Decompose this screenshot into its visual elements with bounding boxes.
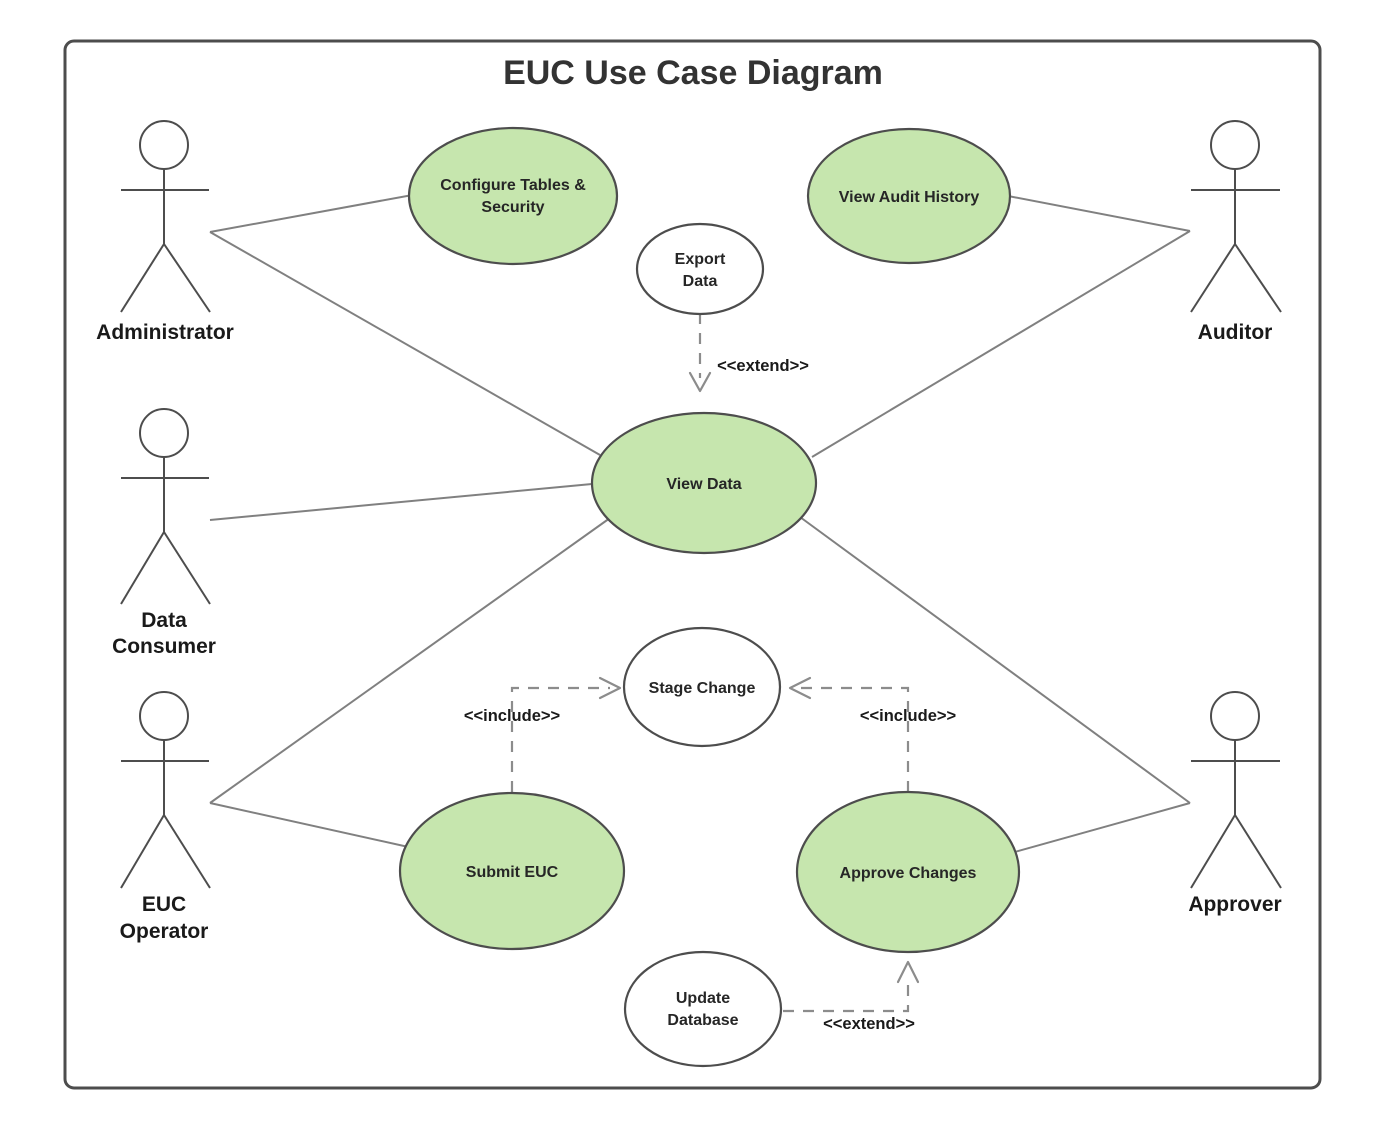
usecase-approve-changes-shape[interactable] xyxy=(795,790,1021,954)
assoc-administrator-configure-tables-security xyxy=(209,193,419,233)
actor-euc-operator-head-icon xyxy=(139,691,189,741)
usecase-configure-tables-security-label-line2: Security xyxy=(481,199,544,216)
dependency-update-db-extends-approve: <<extend>> xyxy=(783,960,920,1033)
actor-euc-operator-label-line1: EUC xyxy=(142,893,186,916)
actor-administrator-leg-right xyxy=(163,243,211,313)
system-boundary-frame xyxy=(63,39,1322,1090)
actor-auditor-leg-left xyxy=(1190,243,1236,313)
usecase-stage-change[interactable]: Stage Change xyxy=(622,626,782,748)
usecase-configure-tables-security-label-line1: Configure Tables & xyxy=(440,177,586,194)
usecase-update-database-label-line2: Database xyxy=(667,1012,738,1029)
actor-data-consumer[interactable]: Data Consumer xyxy=(112,408,216,658)
usecase-configure-tables-security[interactable]: Configure Tables & Security xyxy=(407,126,619,266)
actors-layer: Administrator Data Consumer EUC Op xyxy=(96,120,1282,943)
export-extend-arrowhead xyxy=(688,371,712,393)
dependency-export-extends-view-data: <<extend>> xyxy=(688,313,809,393)
usecase-approve-changes[interactable]: Approve Changes xyxy=(795,790,1021,954)
actor-euc-operator-leg-right xyxy=(163,814,211,889)
actor-data-consumer-leg-left xyxy=(120,531,165,605)
usecase-update-database[interactable]: Update Database xyxy=(623,950,783,1068)
submit-include-arrowhead xyxy=(598,676,622,700)
assoc-euc-operator-submit-euc xyxy=(209,802,414,849)
assoc-euc-operator-view-data xyxy=(209,517,611,804)
usecase-update-database-label-line1: Update xyxy=(676,990,730,1007)
dependency-submit-includes-stage-change: <<include>> xyxy=(464,676,622,812)
stereotype-include-submit: <<include>> xyxy=(464,707,560,725)
page-title: EUC Use Case Diagram xyxy=(503,54,883,92)
actor-administrator-leg-left xyxy=(120,243,165,313)
actor-euc-operator[interactable]: EUC Operator xyxy=(120,691,211,943)
actor-approver-head-icon xyxy=(1210,691,1260,741)
usecase-view-data[interactable]: View Data xyxy=(590,411,818,555)
use-cases-layer: Configure Tables & Security View Audit H… xyxy=(398,126,1021,1068)
usecase-submit-euc[interactable]: Submit EUC xyxy=(398,791,626,951)
usecase-stage-change-shape[interactable] xyxy=(622,626,782,748)
stereotype-extend-update-db: <<extend>> xyxy=(823,1015,915,1033)
usecase-view-data-shape[interactable] xyxy=(590,411,818,555)
actor-data-consumer-label-line1: Data xyxy=(141,609,187,632)
actor-approver-label: Approver xyxy=(1188,893,1281,916)
usecase-view-audit-history[interactable]: View Audit History xyxy=(806,127,1012,265)
usecase-view-audit-history-shape[interactable] xyxy=(806,127,1012,265)
actor-auditor[interactable]: Auditor xyxy=(1190,120,1282,344)
actor-auditor-head-icon xyxy=(1210,120,1260,170)
stereotype-extend-export: <<extend>> xyxy=(717,357,809,375)
usecase-submit-euc-shape[interactable] xyxy=(398,791,626,951)
update-db-extend-arrowhead xyxy=(896,960,920,984)
actor-administrator[interactable]: Administrator xyxy=(96,120,234,344)
usecase-view-audit-history-label: View Audit History xyxy=(839,189,980,206)
usecase-update-database-shape[interactable] xyxy=(623,950,783,1068)
dependency-approve-includes-stage-change: <<include>> xyxy=(788,676,956,812)
submit-include-dashed-line xyxy=(510,686,610,812)
associations-layer xyxy=(209,193,1191,856)
actor-administrator-label: Administrator xyxy=(96,321,234,344)
assoc-auditor-view-audit-history xyxy=(1007,195,1191,232)
actor-auditor-leg-right xyxy=(1234,243,1282,313)
usecase-submit-euc-label: Submit EUC xyxy=(466,864,559,881)
assoc-administrator-view-data xyxy=(209,231,601,456)
actor-approver[interactable]: Approver xyxy=(1188,691,1282,916)
approve-include-dashed-line xyxy=(800,686,910,812)
assoc-data-consumer-view-data xyxy=(209,483,593,521)
assoc-approver-approve-changes xyxy=(1003,802,1191,856)
actor-administrator-head-icon xyxy=(139,120,189,170)
dependencies-layer: <<extend>> <<include>> <<include>> <<ext… xyxy=(464,313,956,1033)
update-db-extend-dashed-line xyxy=(783,978,910,1013)
usecase-export-data[interactable]: Export Data xyxy=(635,222,765,316)
usecase-export-data-shape[interactable] xyxy=(635,222,765,316)
stereotype-include-approve: <<include>> xyxy=(860,707,956,725)
usecase-approve-changes-label: Approve Changes xyxy=(840,865,977,882)
actor-data-consumer-leg-right xyxy=(163,531,211,605)
usecase-view-data-label: View Data xyxy=(666,476,741,493)
actor-approver-leg-right xyxy=(1234,814,1282,889)
actor-data-consumer-label-line2: Consumer xyxy=(112,635,216,658)
approve-include-arrowhead xyxy=(788,676,812,700)
actor-approver-leg-left xyxy=(1190,814,1236,889)
usecase-export-data-label-line1: Export xyxy=(675,251,726,268)
usecase-stage-change-label: Stage Change xyxy=(649,680,756,697)
assoc-approver-view-data xyxy=(799,516,1191,804)
usecase-configure-tables-security-shape[interactable] xyxy=(407,126,619,266)
actor-euc-operator-leg-left xyxy=(120,814,165,889)
usecase-export-data-label-line2: Data xyxy=(683,273,718,290)
assoc-auditor-view-data xyxy=(811,230,1191,458)
actor-euc-operator-label-line2: Operator xyxy=(120,920,209,943)
actor-data-consumer-head-icon xyxy=(139,408,189,458)
actor-auditor-label: Auditor xyxy=(1198,321,1273,344)
